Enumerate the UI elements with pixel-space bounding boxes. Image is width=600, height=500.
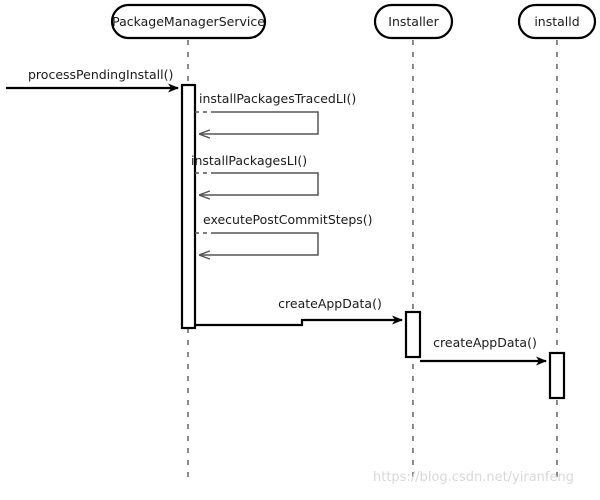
activation-bar-installer [404,310,422,359]
participant-installer[interactable]: Installer [373,3,454,40]
message-process-pending-install[interactable]: processPendingInstall() [6,67,179,93]
self-loop-path-1[interactable] [200,111,319,134]
self-message-install-packages-traced-li[interactable]: installPackagesTracedLI() [195,91,356,134]
participant-pms[interactable]: PackageManagerService [110,3,267,40]
message-label-create-app-data-installd: createAppData() [433,335,537,350]
activation-bar-installd [548,351,566,400]
self-message-install-packages-li[interactable]: installPackagesLI() [191,153,319,195]
watermark-text: https://blog.csdn.net/yiranfeng [373,470,574,485]
message-create-app-data-installer[interactable]: createAppData() [195,296,403,327]
message-arrow-create-app-data-installer[interactable] [195,315,403,327]
message-label-install-packages-li: installPackagesLI() [191,153,307,168]
message-label-install-packages-traced-li: installPackagesTracedLI() [199,91,356,106]
activation-bar-pms [180,83,197,330]
message-label-process-pending-install: processPendingInstall() [28,67,173,82]
message-label-create-app-data-installer: createAppData() [278,296,382,311]
participant-label-installd: installd [534,14,579,29]
participant-box-installer[interactable] [373,3,454,40]
self-loop-path-2[interactable] [200,172,319,195]
participant-label-installer: Installer [388,14,439,29]
participant-box-pms[interactable] [110,3,267,40]
participant-box-installd[interactable] [517,3,597,40]
message-label-execute-post-commit-steps: executePostCommitSteps() [203,212,373,227]
participant-installd[interactable]: installd [517,3,597,40]
message-create-app-data-installd[interactable]: createAppData() [420,335,547,366]
participant-label-pms: PackageManagerService [112,14,265,29]
self-message-execute-post-commit-steps[interactable]: executePostCommitSteps() [195,212,373,255]
self-loop-path-3[interactable] [200,232,319,255]
